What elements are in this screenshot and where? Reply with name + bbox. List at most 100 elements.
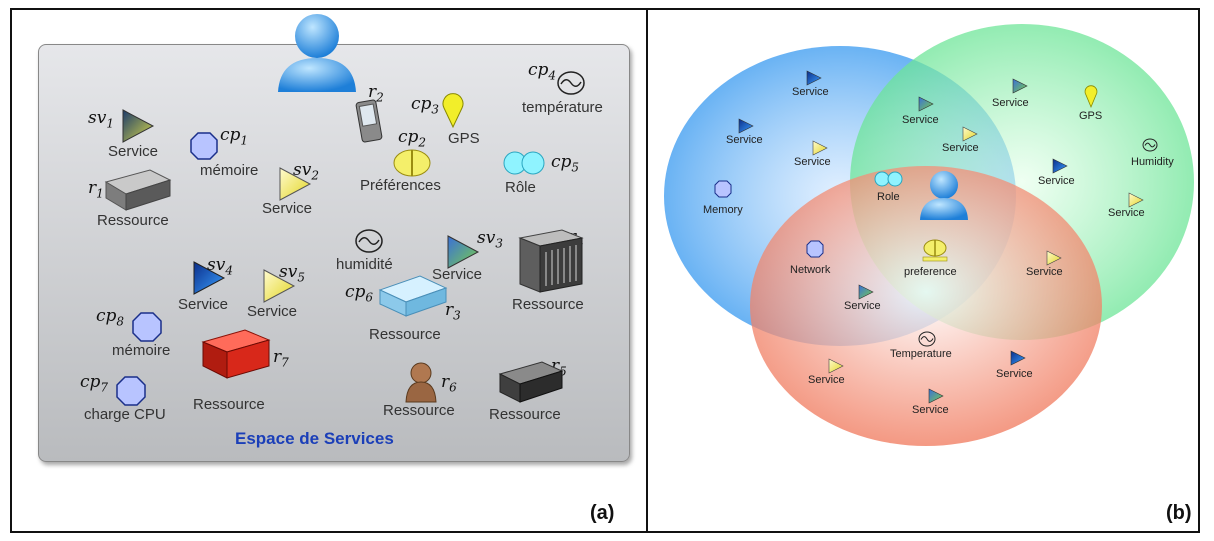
r6-var: r6 — [441, 372, 457, 395]
r4-label: Ressource — [512, 296, 584, 313]
role-icon — [874, 171, 903, 187]
gps-pin-icon — [1084, 85, 1098, 109]
service-triangle-icon — [828, 358, 844, 374]
sensor-wave-icon — [1142, 138, 1158, 152]
sensor-wave-icon — [557, 71, 585, 95]
cp7-var: cp7 — [80, 372, 109, 395]
sv2-label: Service — [262, 200, 313, 217]
venn-diagram — [664, 24, 1194, 446]
r3-label: Ressource — [369, 326, 441, 343]
service-triangle-icon — [1052, 158, 1068, 174]
panel-b-tag: (b) — [1166, 502, 1192, 524]
service-triangle-icon — [928, 388, 944, 404]
service-triangle-icon — [193, 261, 226, 295]
sv5-label: Service — [247, 303, 298, 320]
cp6-var: cp6 — [345, 282, 374, 305]
cp3-label: GPS — [448, 130, 480, 147]
service-triangle-icon — [1010, 350, 1026, 366]
r1-var: r1 — [88, 178, 104, 201]
service-label: Service — [1108, 207, 1145, 219]
service-label: Service — [726, 134, 763, 146]
preferences-icon — [393, 149, 431, 177]
service-triangle-icon — [918, 96, 934, 112]
rack-server-icon — [518, 229, 584, 293]
service-label: Service — [792, 86, 829, 98]
service-triangle-icon — [263, 269, 296, 303]
r7-label: Ressource — [193, 396, 265, 413]
panel-divider — [646, 8, 648, 533]
cp1-var: cp1 — [220, 125, 249, 148]
preference-label: preference — [904, 266, 957, 278]
service-triangle-icon — [858, 284, 874, 300]
network-octagon-icon — [806, 240, 824, 258]
role-icon — [503, 151, 545, 175]
sensor-wave-icon — [355, 229, 383, 253]
humidity-label: Humidity — [1131, 156, 1174, 168]
cp5-var: cp5 — [551, 152, 580, 175]
sv2-var: sv2 — [293, 160, 319, 183]
memory-label: Memory — [703, 204, 743, 216]
cp7-label: charge CPU — [84, 406, 166, 423]
service-label: Service — [992, 97, 1029, 109]
cp8-label: mémoire — [112, 342, 171, 359]
r1-label: Ressource — [97, 212, 169, 229]
service-label: Service — [1038, 175, 1075, 187]
service-triangle-icon — [962, 126, 978, 142]
humidity-label: humidité — [336, 256, 393, 273]
service-triangle-icon — [1012, 78, 1028, 94]
panel-a-tag: (a) — [590, 502, 615, 524]
services-space-title: Espace de Services — [235, 429, 394, 448]
sv4-var: sv4 — [207, 255, 233, 278]
user-icon — [920, 171, 968, 220]
cp2-label: Préférences — [360, 177, 441, 194]
memory-octagon-icon — [190, 132, 218, 160]
person-resource-icon — [405, 362, 437, 403]
figure-frame — [10, 8, 1200, 533]
r5-label: Ressource — [489, 406, 561, 423]
service-triangle-icon — [279, 167, 312, 201]
temperature-label: Temperature — [890, 348, 952, 360]
service-triangle-icon — [447, 235, 480, 269]
cp5-label: Rôle — [505, 179, 536, 196]
server-icon — [498, 361, 564, 403]
pda-icon — [355, 99, 383, 143]
service-triangle-icon — [1046, 250, 1062, 266]
sv3-var: sv3 — [477, 228, 503, 251]
sv1-var: sv1 — [88, 108, 114, 131]
service-label: Service — [902, 114, 939, 126]
service-label: Service — [942, 142, 979, 154]
service-label: Service — [808, 374, 845, 386]
preferences-icon — [922, 239, 948, 262]
sensor-wave-icon — [918, 331, 936, 347]
cp3-var: cp3 — [411, 94, 440, 117]
service-label: Service — [1026, 266, 1063, 278]
service-triangle-icon — [1128, 192, 1144, 208]
memory-octagon-icon — [132, 312, 162, 342]
service-label: Service — [912, 404, 949, 416]
service-triangle-icon — [738, 118, 754, 134]
service-label: Service — [844, 300, 881, 312]
server-icon — [104, 169, 172, 211]
network-label: Network — [790, 264, 831, 276]
sv4-label: Service — [178, 296, 229, 313]
r2-var: r2 — [368, 82, 384, 105]
r6-label: Ressource — [383, 402, 455, 419]
service-label: Service — [996, 368, 1033, 380]
service-triangle-icon — [806, 70, 822, 86]
memory-octagon-icon — [714, 180, 732, 198]
network-switch-icon — [378, 275, 448, 317]
cpu-load-octagon-icon — [116, 376, 146, 406]
cp4-var: cp4 — [528, 60, 557, 83]
service-triangle-icon — [122, 109, 155, 143]
gps-pin-icon — [442, 93, 464, 129]
gps-label: GPS — [1079, 110, 1103, 122]
service-label: Service — [794, 156, 831, 168]
sv5-var: sv5 — [279, 262, 305, 285]
r3-var: r3 — [445, 300, 461, 323]
service-triangle-icon — [812, 140, 828, 156]
role-label: Role — [877, 191, 900, 203]
r5-var: r5 — [551, 356, 567, 379]
cp1-label: mémoire — [200, 162, 259, 179]
cp2-var: cp2 — [398, 127, 427, 150]
sv3-label: Service — [432, 266, 483, 283]
